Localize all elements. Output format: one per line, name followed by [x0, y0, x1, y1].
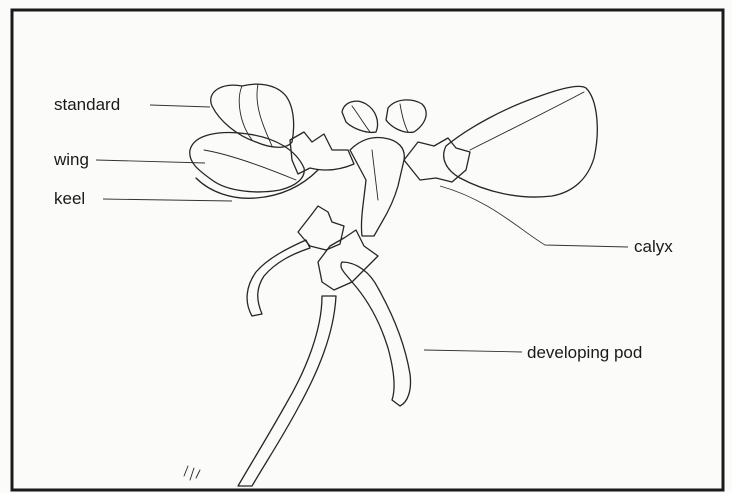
diagram-frame	[12, 10, 723, 490]
label-standard: standard	[54, 96, 120, 113]
wing-leader-line	[96, 160, 205, 163]
pod-leader-line	[424, 350, 522, 352]
standard-leader-line	[150, 105, 210, 107]
central-stem	[298, 100, 426, 290]
calyx-leader-line	[440, 186, 628, 247]
label-keel: keel	[54, 190, 85, 207]
main-pedicel	[238, 296, 336, 486]
small-sprout	[184, 466, 200, 480]
left-flower	[190, 84, 354, 198]
keel-leader-line	[103, 199, 232, 201]
right-wing-petal	[444, 86, 598, 197]
keel-petal	[196, 170, 318, 198]
right-flower	[404, 86, 597, 197]
pods	[184, 240, 411, 486]
lower-calyx-2	[318, 230, 378, 290]
wing-petal	[190, 133, 305, 192]
label-calyx: calyx	[634, 238, 673, 255]
label-developing-pod: developing pod	[527, 344, 642, 361]
lower-calyx-1	[298, 206, 344, 250]
left-pod	[247, 240, 310, 316]
standard-petal	[211, 84, 294, 147]
right-calyx	[404, 138, 470, 182]
label-wing: wing	[54, 151, 89, 168]
developing-pod-right	[341, 262, 411, 406]
left-calyx	[290, 132, 354, 174]
